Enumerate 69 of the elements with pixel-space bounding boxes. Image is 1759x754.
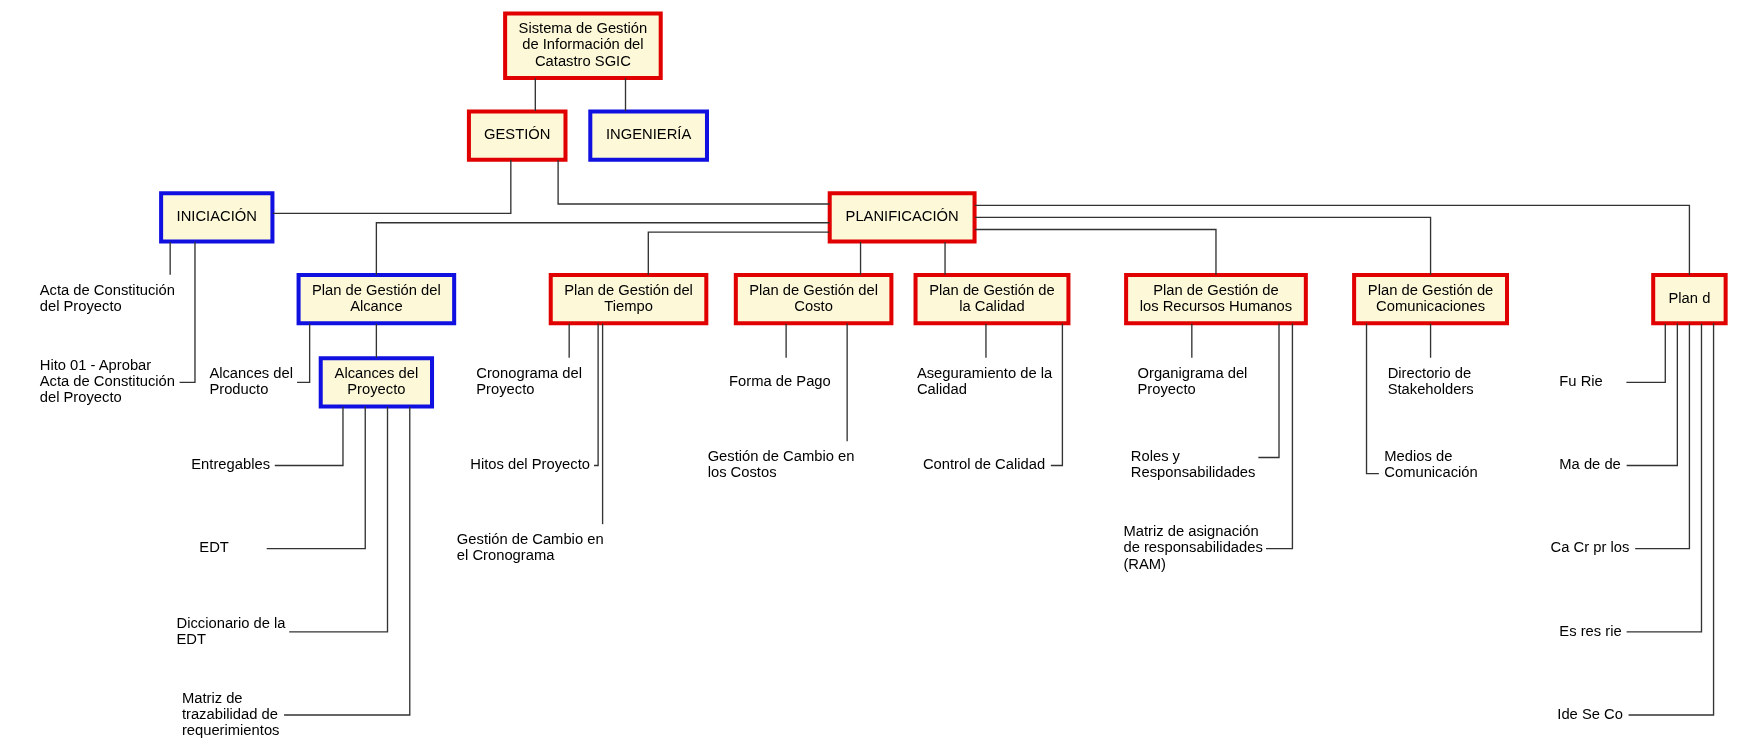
connector [601, 322, 603, 525]
node-text: Medios de Comunicación [1383, 448, 1478, 481]
connector [273, 406, 344, 467]
node-text: Cronograma del Proyecto [475, 365, 582, 398]
connector [534, 77, 536, 112]
node-box: Plan de Gestión del Tiempo [548, 273, 708, 326]
node-text: Alcances del Producto [208, 365, 293, 398]
connector [859, 241, 861, 276]
connector [973, 228, 1217, 276]
connector [1264, 322, 1293, 550]
connector [375, 222, 830, 276]
node-text: Matriz de trazabilidad de requerimientos [181, 689, 279, 738]
node-text: Ma de de [1558, 456, 1621, 473]
connector [1625, 323, 1702, 633]
node-text: Diccionario de la EDT [176, 614, 286, 647]
connector [568, 323, 570, 359]
connector [845, 322, 848, 442]
node-text: Hitos del Proyecto [469, 456, 590, 473]
node-box: Plan de Gestión de Comunicaciones [1351, 273, 1509, 326]
node-box: INICIACIÓN [158, 191, 274, 244]
node-text: Roles y Responsabilidades [1130, 448, 1255, 481]
connector [1625, 322, 1678, 467]
node-box: Sistema de Gestión de Información del Catastro SGIC [502, 11, 663, 80]
node-box: Alcances del Proyecto [318, 356, 434, 409]
connector [271, 159, 511, 215]
node-text: Es res rie [1558, 622, 1622, 639]
connector [592, 322, 599, 467]
node-box: Plan de Gestión de los Recursos Humanos [1123, 273, 1308, 326]
connector [556, 159, 830, 205]
node-text: Control de Calidad [922, 456, 1045, 473]
node-text: Aseguramiento de la Calidad [916, 365, 1052, 398]
node-text: Gestión de Cambio en los Costos [707, 448, 854, 481]
node-box: Plan de Gestión de la Calidad [913, 273, 1070, 326]
connector [973, 204, 1690, 276]
node-text: EDT [198, 539, 229, 556]
connector [1627, 322, 1714, 716]
connector [265, 405, 366, 550]
connector [1429, 323, 1431, 359]
connector [784, 323, 787, 359]
connector [943, 241, 946, 276]
connector [288, 406, 388, 633]
node-box: Plan d [1650, 273, 1728, 326]
node-text: Matriz de asignación de responsabilidades (RAM) [1122, 523, 1263, 572]
connector [1190, 323, 1192, 359]
connector [984, 323, 987, 359]
node-text: Forma de Pago [728, 373, 831, 390]
node-box: Plan de Gestión del Costo [733, 273, 893, 326]
node-text: Fu Rie [1558, 373, 1603, 390]
node-box: INGENIERÍA [587, 109, 709, 162]
node-text: Hito 01 - Aprobar Acta de Constitución del Proyecto [39, 357, 175, 406]
connector [1634, 322, 1690, 550]
connector [647, 231, 830, 276]
node-text: Directorio de Stakeholders [1387, 365, 1474, 398]
connector [375, 323, 377, 359]
node-box: GESTIÓN [466, 109, 567, 162]
node-text: Organigrama del Proyecto [1137, 365, 1247, 398]
node-box: PLANIFICACIÓN [827, 191, 977, 244]
connector [1257, 322, 1280, 459]
connector [624, 77, 626, 112]
node-text: Ide Se Co [1556, 705, 1623, 722]
node-text: Acta de Constitución del Proyecto [39, 281, 175, 315]
node-text: Ca Cr pr los [1550, 539, 1629, 556]
node-text: Gestión de Cambio en el Cronograma [456, 531, 604, 564]
connector [169, 241, 171, 276]
connector [1625, 323, 1666, 384]
connector [973, 216, 1431, 276]
node-text: Entregables [190, 456, 270, 473]
node-box: Plan de Gestión del Alcance [296, 273, 456, 326]
connector [282, 406, 410, 716]
